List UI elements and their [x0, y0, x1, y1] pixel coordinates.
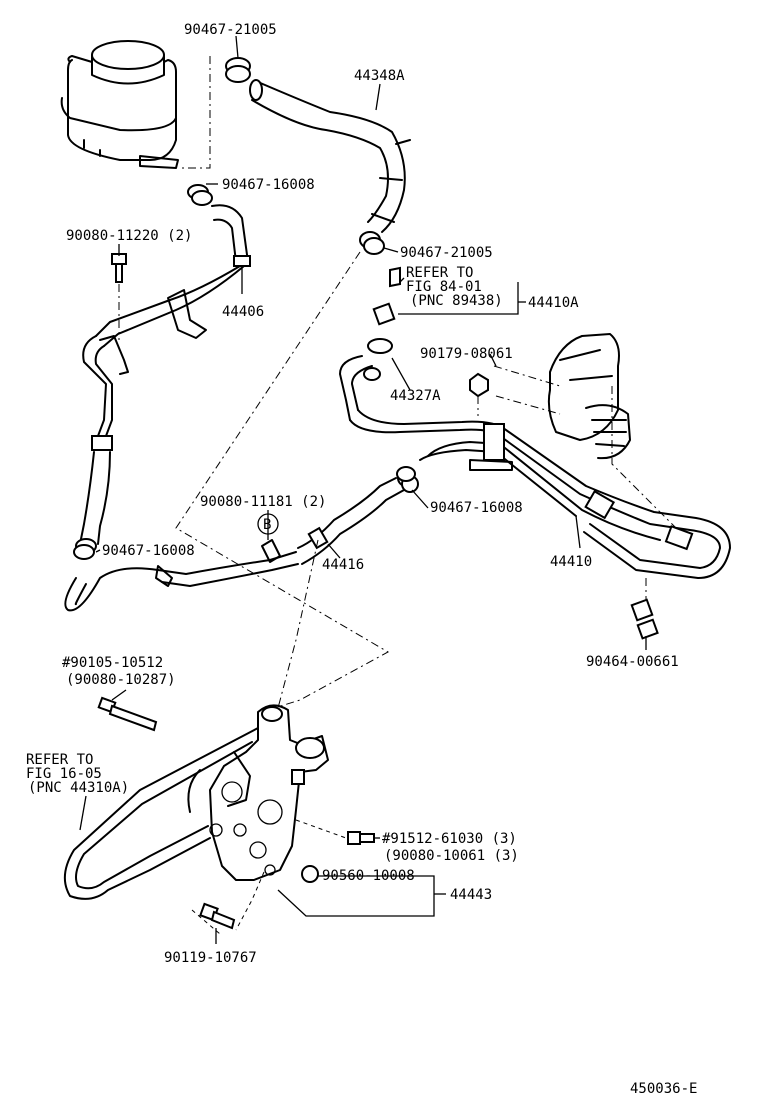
label-90467-16008-c: 90467-16008	[102, 543, 195, 559]
label-refer-16-3: (PNC 44310A)	[28, 780, 129, 796]
leader-lines	[79, 35, 647, 944]
label-44416: 44416	[322, 557, 364, 573]
drive-belt	[63, 727, 259, 900]
tube-bracket-left	[99, 289, 207, 375]
label-90467-21005-top: 90467-21005	[184, 22, 277, 38]
label-44410: 44410	[550, 554, 592, 570]
hose-clamp-mid	[359, 231, 385, 255]
return-tube-lower	[64, 539, 299, 612]
label-90467-21005-mid: 90467-21005	[400, 245, 493, 261]
label-refer-84-1: REFER TO	[406, 265, 473, 281]
hose-44416	[297, 469, 419, 565]
label-90080-11181: 90080-11181 (2)	[200, 494, 326, 510]
label-44410a: 44410A	[528, 295, 579, 311]
hose-clamp-b	[396, 466, 416, 482]
supply-hose-44406	[95, 204, 251, 347]
vane-pump	[209, 704, 347, 931]
label-90119-10767: 90119-10767	[164, 950, 257, 966]
bolt-90105-10512	[97, 696, 158, 732]
pressure-union	[339, 266, 401, 421]
hose-clamp-top	[178, 56, 251, 169]
label-90080-10287: (90080-10287)	[66, 672, 176, 688]
label-44406: 44406	[222, 304, 264, 320]
bolt-90080-11220	[111, 253, 127, 340]
label-44443: 44443	[450, 887, 492, 903]
label-90105-10512: #90105-10512	[62, 655, 163, 671]
label-44348a: 44348A	[354, 68, 405, 84]
label-44327a: 44327A	[390, 388, 441, 404]
label-91512-61030: #91512-61030 (3)	[382, 831, 517, 847]
spacer-90560-10008	[301, 865, 319, 883]
bolt-90119-10767	[199, 902, 236, 930]
nut-90179-08061	[469, 372, 489, 416]
label-90467-16008-b: 90467-16008	[430, 500, 523, 516]
bolt-91512-61030	[347, 831, 375, 845]
label-refer-84-3: (PNC 89438)	[410, 293, 503, 309]
label-refer-84-2: FIG 84-01	[406, 279, 482, 295]
label-refer-16-1: REFER TO	[26, 752, 93, 768]
circle-b-marker	[257, 513, 279, 535]
label-90179-08061: 90179-08061	[420, 346, 513, 362]
label-90464-00661: 90464-00661	[586, 654, 679, 670]
return-pipe-left	[79, 335, 113, 545]
hose-clamp-a	[187, 184, 213, 206]
routing-lines	[175, 251, 390, 935]
label-refer-16-2: FIG 16-05	[26, 766, 102, 782]
return-hose-44348a	[249, 79, 411, 233]
label-90560-10008: 90560-10008	[322, 868, 415, 884]
label-90467-16008-a: 90467-16008	[222, 177, 315, 193]
label-circle-b: B	[263, 517, 271, 533]
clamp-90464-00661	[630, 578, 659, 640]
part-labels: 90467-21005 44348A 90467-16008 90080-112…	[26, 22, 697, 1097]
figure-id: 450036-E	[630, 1081, 697, 1097]
steering-gear-housing	[493, 333, 677, 529]
hose-clamp-c	[73, 538, 97, 560]
reservoir-tank	[60, 40, 179, 169]
label-90080-10061: (90080-10061 (3)	[384, 848, 519, 864]
label-90080-11220: 90080-11220 (2)	[66, 228, 192, 244]
pressure-tube-44410	[349, 409, 731, 579]
